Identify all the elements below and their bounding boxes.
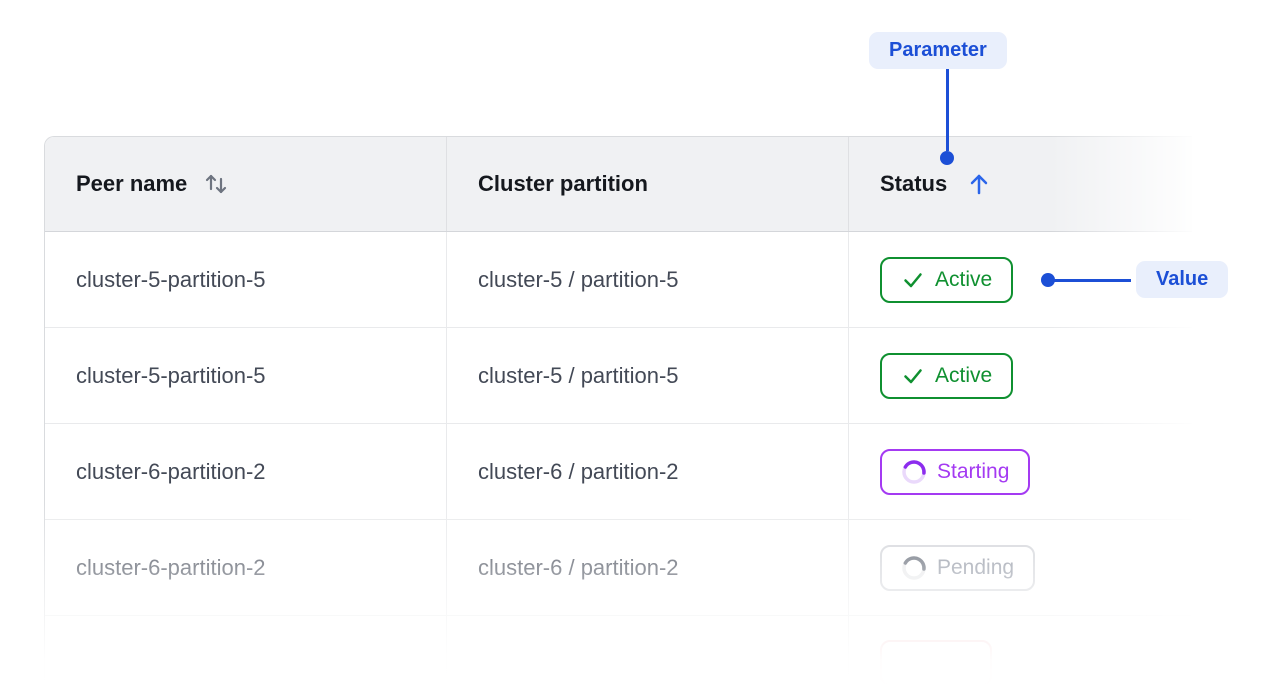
status-cell: Pending xyxy=(848,520,1192,615)
parameter-annotation-pill: Parameter xyxy=(869,32,1007,69)
status-badge-active: Active xyxy=(880,352,1014,399)
cluster-partition-cell: cluster-5 / partition-5 xyxy=(446,328,848,423)
check-icon xyxy=(901,364,925,388)
check-icon xyxy=(901,268,925,292)
peer-name-cell: cluster-5-partition-5 xyxy=(76,266,266,292)
peer-name-cell: cluster-6-partition-2 xyxy=(76,458,266,484)
table-row: cluster-6-partition-2 cluster-6 / partit… xyxy=(45,424,1192,520)
status-badge-pending: Pending xyxy=(880,544,1036,591)
status-badge-partial xyxy=(880,640,992,686)
table-row xyxy=(45,616,1192,688)
cluster-partition-cell: cluster-6 / partition-2 xyxy=(446,520,848,615)
value-connector-line xyxy=(1053,279,1131,282)
column-header-peer-name[interactable]: Peer name xyxy=(45,137,446,231)
cluster-partition-cell: cluster-5 / partition-5 xyxy=(446,232,848,327)
column-header-status-label: Status xyxy=(880,171,948,196)
table-row: cluster-5-partition-5 cluster-5 / partit… xyxy=(45,232,1192,328)
status-cell: Starting xyxy=(848,424,1192,519)
status-badge-label: Active xyxy=(935,267,993,291)
parameter-connector-dot xyxy=(940,151,954,165)
cluster-partition-cell: cluster-6 / partition-2 xyxy=(446,424,848,519)
status-cell: Active xyxy=(848,328,1192,423)
status-badge-label: Starting xyxy=(937,459,1010,483)
status-cell xyxy=(848,616,1192,688)
table-header-row: Peer name Cluster partition Status xyxy=(45,137,1192,232)
table-row: cluster-5-partition-5 cluster-5 / partit… xyxy=(45,328,1192,424)
peer-name-cell: cluster-6-partition-2 xyxy=(76,554,266,580)
column-header-status[interactable]: Status xyxy=(848,137,1192,231)
status-badge-active: Active xyxy=(880,256,1014,303)
column-header-cluster-partition[interactable]: Cluster partition xyxy=(446,137,848,231)
cluster-partition-cell xyxy=(446,616,848,688)
value-annotation-label: Value xyxy=(1156,268,1209,290)
column-header-cluster-partition-label: Cluster partition xyxy=(478,171,648,196)
value-annotation-pill: Value xyxy=(1136,261,1229,298)
status-badge-label: Pending xyxy=(937,555,1015,579)
parameter-annotation-label: Parameter xyxy=(889,39,987,61)
spinner-icon xyxy=(901,555,927,581)
peer-name-cell: cluster-5-partition-5 xyxy=(76,362,266,388)
status-badge-starting: Starting xyxy=(880,448,1031,495)
parameter-connector-line xyxy=(946,69,949,151)
spinner-icon xyxy=(901,459,927,485)
status-cell: Active xyxy=(848,232,1192,327)
peer-name-cell xyxy=(45,616,446,688)
arrow-up-icon[interactable] xyxy=(966,171,992,197)
status-badge-label: Active xyxy=(935,363,993,387)
peers-table: Peer name Cluster partition Status clust… xyxy=(44,136,1192,688)
column-header-peer-name-label: Peer name xyxy=(76,171,188,196)
sort-arrows-icon[interactable] xyxy=(202,170,230,198)
table-row: cluster-6-partition-2 cluster-6 / partit… xyxy=(45,520,1192,616)
